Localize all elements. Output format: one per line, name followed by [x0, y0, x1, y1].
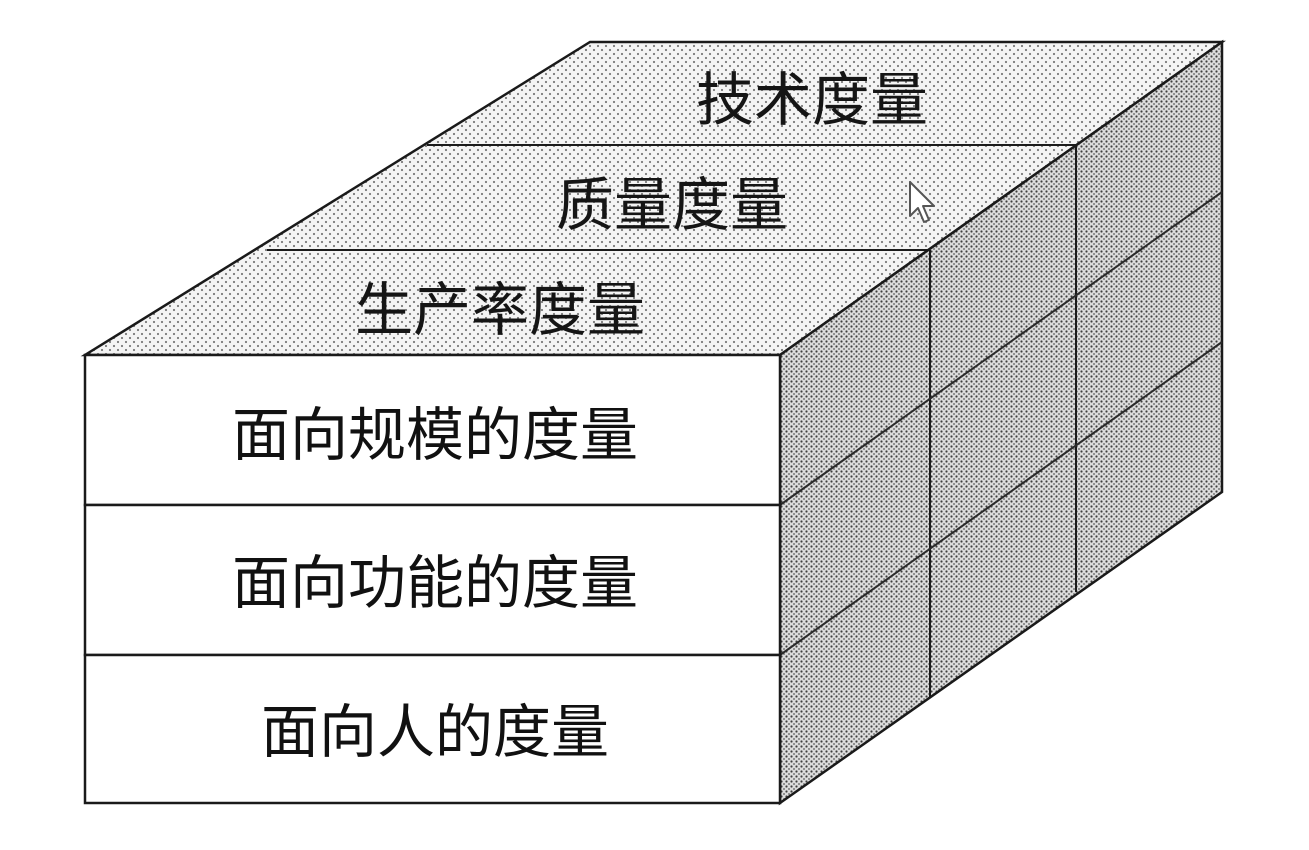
arrow-cursor-icon — [909, 181, 935, 223]
side-row-divider-1 — [779, 191, 1223, 506]
top-face: 技术度量 质量度量 生产率度量 — [80, 40, 1226, 357]
side-row-divider-2 — [779, 341, 1223, 656]
top-label-quality: 质量度量 — [556, 171, 788, 239]
front-label-function: 面向功能的度量 — [232, 549, 638, 617]
front-row-size — [83, 353, 782, 507]
front-label-people: 面向人的度量 — [261, 698, 609, 766]
front-label-size: 面向规模的度量 — [232, 401, 638, 469]
top-label-productivity: 生产率度量 — [355, 276, 645, 344]
top-label-technical: 技术度量 — [696, 66, 928, 134]
front-row-function — [83, 503, 782, 657]
front-face: 面向规模的度量 面向功能的度量 面向人的度量 — [83, 353, 782, 805]
front-row-people — [83, 653, 782, 805]
